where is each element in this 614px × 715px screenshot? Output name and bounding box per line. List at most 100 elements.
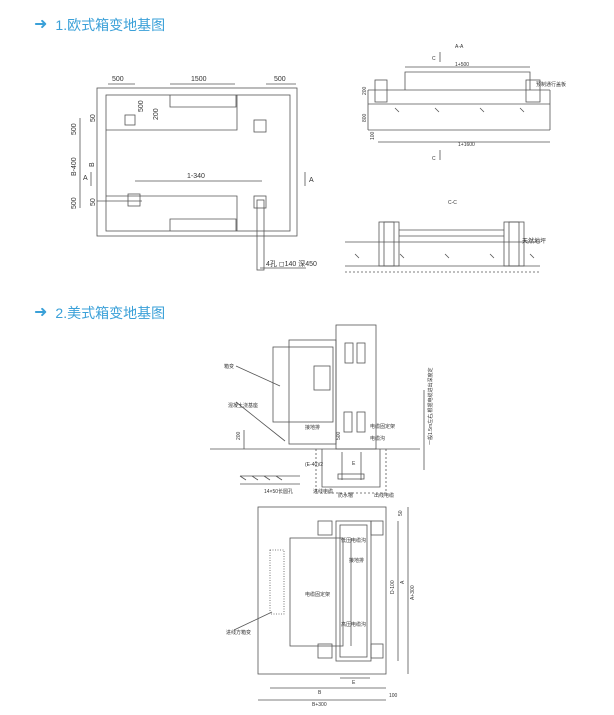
us-label-a300: A+300 xyxy=(410,585,416,600)
us-label-dim-200: 200 xyxy=(236,431,242,440)
us-label-ground-bar: 接地排 xyxy=(305,424,320,431)
us-label-fix2: 电缆固定架 xyxy=(305,591,330,598)
aa-note-right: 预制通行盖板 xyxy=(536,81,566,88)
us-ground-bar xyxy=(337,473,365,480)
us-label-out-cable: 出线电缆 xyxy=(374,492,394,499)
section-cc-view xyxy=(345,221,540,273)
us-box-body xyxy=(272,346,334,423)
us-label-dim-500: 500 xyxy=(336,431,342,440)
dim-500-v1: 500 xyxy=(138,100,145,112)
section-2-heading: ➜ 2.美式箱变地基图 xyxy=(34,303,165,323)
us-trench xyxy=(321,449,381,488)
dim-50-b: 50 xyxy=(90,198,97,206)
pit-top-left xyxy=(124,114,136,126)
section-1-heading: ➜ 1.欧式箱变地基图 xyxy=(34,15,165,35)
us-box-window xyxy=(313,365,331,391)
cc-ground-label: 天然地坪 xyxy=(522,237,546,245)
pit-bottom-left xyxy=(127,193,141,207)
aa-ground-marks xyxy=(394,107,525,113)
dim-top-mid: 1500 xyxy=(191,76,207,83)
us-label-cable-trench: 电缆沟 xyxy=(370,435,385,442)
us-fuse-2 xyxy=(356,342,366,364)
section-mark-left: A xyxy=(83,175,88,182)
right-arrow-icon: ➜ xyxy=(34,304,48,321)
us-label-e: E xyxy=(352,680,356,686)
euro-plan-labels: 500 1500 500 500 200 500 50 B-400 B 500 … xyxy=(71,76,317,268)
us-label-in-cable: 进线电缆 xyxy=(313,488,333,495)
section-cc-labels: C-C 天然地坪 xyxy=(448,200,546,245)
cc-right-wall-inner xyxy=(508,221,520,267)
aa-outline xyxy=(367,89,551,130)
cc-ground-marks xyxy=(354,253,535,259)
us-plan-trench xyxy=(335,520,372,662)
dim-500-left-b: 500 xyxy=(71,197,78,209)
us-label-cable-fix: 电缆固定架 xyxy=(370,423,395,430)
us-plan-outer xyxy=(257,506,387,675)
grounding-pipe xyxy=(256,199,265,271)
section-mark-right: A xyxy=(309,177,314,184)
us-leader-concrete xyxy=(235,401,286,442)
us-leader-in-box xyxy=(233,611,273,631)
us-label-50: 50 xyxy=(398,510,404,516)
us-plan-vent xyxy=(269,549,285,615)
aa-left-pillar xyxy=(374,79,388,103)
dim-200: 200 xyxy=(153,108,160,120)
us-hv-cabinet xyxy=(335,324,377,450)
aa-dim-200: 200 xyxy=(362,86,368,95)
us-elevation-view xyxy=(210,324,425,494)
us-plan-box xyxy=(289,537,344,647)
aa-dim-800: 800 xyxy=(362,113,368,122)
top-notch xyxy=(169,95,237,108)
dim-top-left: 500 xyxy=(112,76,124,83)
right-arrow-icon: ➜ xyxy=(34,16,48,33)
section-1-title: 1.欧式箱变地基图 xyxy=(55,17,166,33)
section-aa-view xyxy=(367,52,551,160)
dim-50-a: 50 xyxy=(90,114,97,122)
us-plan-pit-top-right xyxy=(370,520,384,536)
us-plan-pit-top xyxy=(317,520,333,536)
us-plan-labels: 低压电缆沟 接地排 电缆固定架 高压电缆沟 进线方箱变 D-100 A A+30… xyxy=(226,510,416,708)
inner-wall-bottom-left xyxy=(106,195,238,231)
us-fuse-1 xyxy=(344,342,354,364)
us-label-b: B xyxy=(318,690,322,696)
us-label-b300: B+300 xyxy=(312,702,327,708)
dim-top-right: 500 xyxy=(274,76,286,83)
section-2-title: 2.美式箱变地基图 xyxy=(55,305,166,321)
us-pipe xyxy=(239,475,300,485)
us-plan-view xyxy=(233,506,409,701)
us-fuse-3 xyxy=(343,411,353,433)
us-label-depth-note: 一般1.5m左右,根据电缆进出深度定 xyxy=(427,367,434,445)
inner-outline xyxy=(105,94,291,232)
us-label-waterproof: 防水槽 xyxy=(338,492,353,499)
cc-right-wall xyxy=(503,221,525,267)
aa-dim-top: 1+500 xyxy=(455,62,469,68)
us-label-ground-bar2: 接地排 xyxy=(349,557,364,564)
us-label-hv-trench: 低压电缆沟 xyxy=(341,537,366,544)
inner-wall-top-left xyxy=(106,95,238,131)
section-aa-labels: A-A C 1+500 预制通行盖板 200 800 100 1+1600 C xyxy=(362,44,566,162)
us-leader-box xyxy=(235,365,281,387)
bottom-notch xyxy=(169,218,237,231)
cc-title: C-C xyxy=(448,200,457,206)
aa-c-mark-top: C xyxy=(432,56,436,62)
dim-b400: B-400 xyxy=(71,157,78,176)
pit-top-right xyxy=(253,119,267,133)
us-label-concrete: 混凝土浇基座 xyxy=(228,402,258,409)
hole-note: 4孔 ◻140 深450 xyxy=(266,259,317,268)
us-trench-hatch xyxy=(315,449,387,494)
us-label-a: A xyxy=(400,580,406,584)
us-plan-pit-bottom-right xyxy=(370,643,384,659)
aa-box xyxy=(404,71,531,90)
us-plan-trench-inner xyxy=(339,524,368,658)
aa-dim-100: 100 xyxy=(370,131,376,140)
dim-l340: 1-340 xyxy=(187,173,205,180)
euro-plan-view xyxy=(79,83,306,271)
us-elevation-labels: 箱变 混凝土浇基座 接地排 电缆固定架 电缆沟 一般1.5m左右,根据电缆进出深… xyxy=(224,363,434,499)
aa-right-pillar xyxy=(525,79,541,103)
dim-b: B xyxy=(89,162,96,167)
us-label-100: 100 xyxy=(389,693,398,699)
us-label-e402: (E-40)/2 xyxy=(305,462,323,468)
us-label-d100: D-100 xyxy=(390,580,396,594)
pit-bottom-right xyxy=(253,195,267,209)
